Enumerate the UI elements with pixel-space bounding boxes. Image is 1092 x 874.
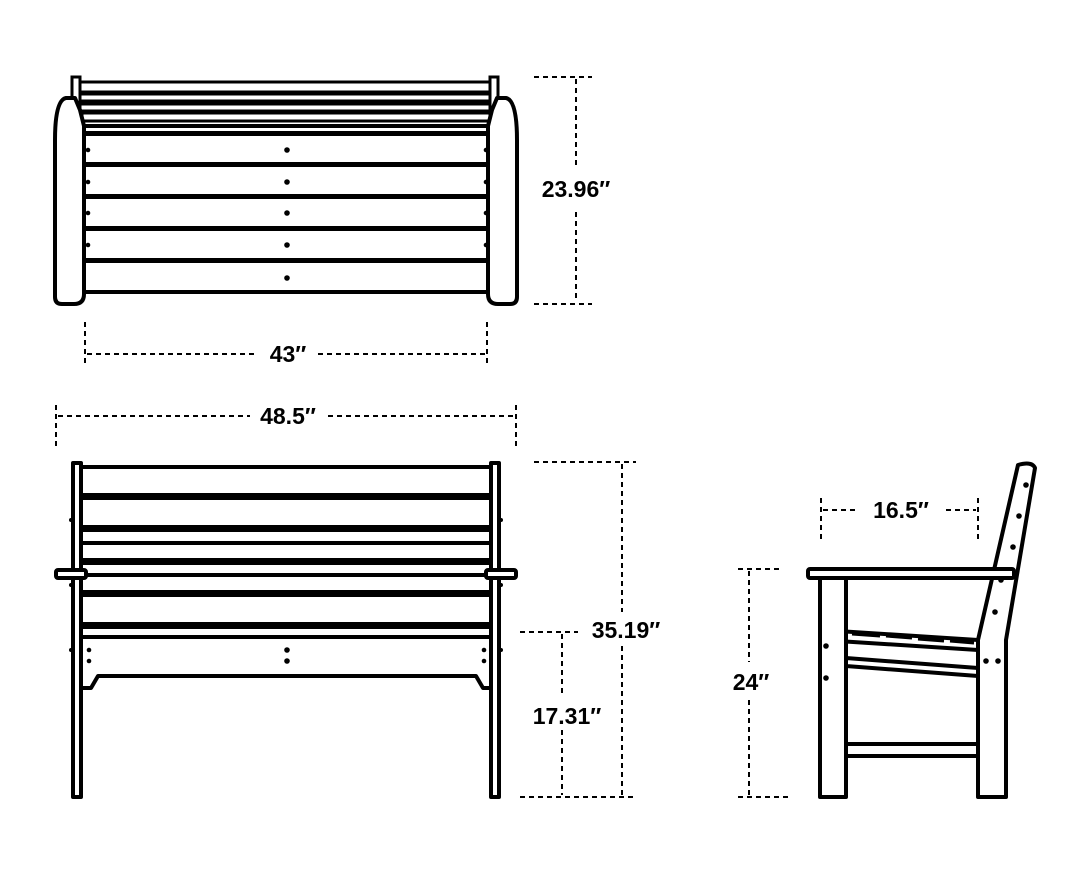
screw-dot bbox=[85, 242, 91, 248]
screw-dot bbox=[85, 179, 91, 185]
screw-dot bbox=[284, 242, 290, 248]
top-dimension-lines bbox=[84, 76, 592, 366]
screw-dot bbox=[998, 577, 1004, 583]
front-back-slat bbox=[80, 525, 492, 532]
top-view bbox=[53, 75, 519, 306]
front-armrest-right bbox=[484, 568, 518, 580]
front-back-slat bbox=[80, 590, 492, 597]
screw-dot bbox=[499, 583, 503, 587]
top-seat-panel bbox=[82, 124, 490, 294]
top-back-rail-lower-3 bbox=[80, 111, 492, 123]
top-seat-slat bbox=[86, 194, 486, 199]
top-back-rail bbox=[73, 80, 499, 94]
screw-dot bbox=[284, 147, 290, 153]
front-leg-right bbox=[489, 461, 501, 799]
screw-dot bbox=[284, 210, 290, 216]
screw-dot bbox=[823, 643, 829, 649]
front-back-slat bbox=[80, 493, 492, 500]
side-seat-rail bbox=[844, 656, 980, 678]
front-back-slat bbox=[80, 622, 492, 629]
top-seat-slat bbox=[86, 258, 486, 263]
screw-dot bbox=[983, 658, 989, 664]
screw-dot bbox=[284, 647, 290, 653]
screw-dot bbox=[69, 648, 73, 652]
top-seat-slat bbox=[86, 131, 486, 136]
front-back-slat bbox=[80, 558, 492, 565]
side-dimension-depth bbox=[820, 498, 979, 540]
front-leg-left bbox=[71, 461, 83, 799]
side-view bbox=[806, 461, 1037, 799]
screw-dot bbox=[481, 647, 487, 653]
top-armrest-right bbox=[486, 96, 519, 306]
seat-height-dimension-label: 17.31″ bbox=[533, 703, 602, 729]
screw-dot bbox=[284, 179, 290, 185]
front-armrest-left bbox=[54, 568, 88, 580]
side-seat-depth-label: 16.5″ bbox=[873, 497, 929, 523]
top-back-rail-lower-2 bbox=[78, 102, 494, 113]
side-stretcher bbox=[844, 742, 980, 758]
screw-dot bbox=[86, 647, 92, 653]
overall-width-dimension-label: 48.5″ bbox=[260, 403, 316, 429]
top-armrest-left bbox=[53, 96, 86, 306]
side-arm-height-label: 24″ bbox=[733, 669, 770, 695]
screw-dot bbox=[481, 658, 487, 664]
screw-dot bbox=[85, 210, 91, 216]
front-dimension-heights bbox=[520, 461, 636, 798]
side-armrest bbox=[806, 567, 1016, 580]
front-dimension-width bbox=[55, 405, 517, 450]
depth-dimension-label: 23.96″ bbox=[542, 176, 611, 202]
screw-dot bbox=[69, 583, 73, 587]
screw-dot bbox=[823, 675, 829, 681]
top-width-dimension-label: 43″ bbox=[270, 341, 307, 367]
screw-dot bbox=[86, 658, 92, 664]
side-back-post bbox=[976, 461, 1037, 799]
screw-dot bbox=[499, 518, 503, 522]
screw-dot bbox=[499, 648, 503, 652]
screw-dot bbox=[85, 147, 91, 153]
screw-dot bbox=[1016, 513, 1022, 519]
screw-dot bbox=[995, 658, 1001, 664]
screw-dot bbox=[992, 609, 998, 615]
front-view bbox=[54, 461, 518, 799]
screw-dot bbox=[284, 658, 290, 664]
screw-dot bbox=[284, 275, 290, 281]
top-seat-slat bbox=[86, 162, 486, 167]
top-back-rail-lower bbox=[76, 92, 496, 103]
side-front-leg bbox=[818, 574, 848, 799]
screw-dot bbox=[1010, 544, 1016, 550]
side-dimension-height bbox=[738, 568, 790, 798]
screw-dot bbox=[69, 518, 73, 522]
screw-dot bbox=[1023, 482, 1029, 488]
overall-height-dimension-label: 35.19″ bbox=[592, 617, 661, 643]
top-seat-slat bbox=[86, 226, 486, 231]
